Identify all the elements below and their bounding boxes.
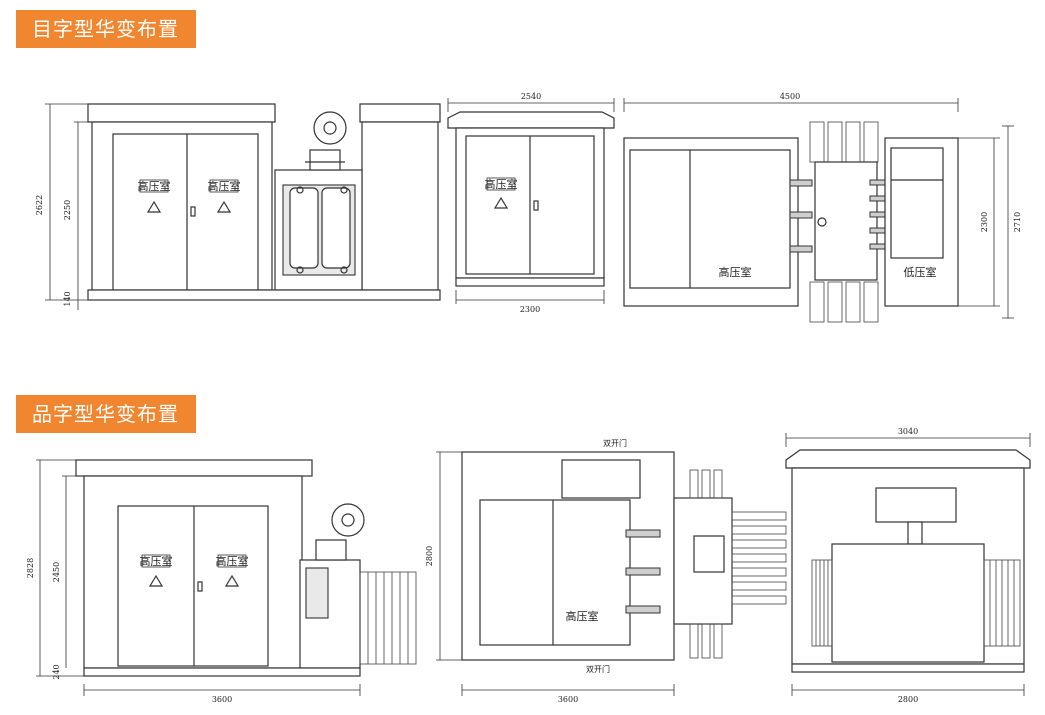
s1-front-view: 高压室 高压室 2622 2250 140: [35, 103, 441, 310]
s2-side-view: 3040 2800: [785, 427, 1031, 704]
s2-front-dim-base: 240: [52, 664, 61, 679]
s1-side-dim-bottom: 2300: [520, 305, 540, 314]
s1-front-dim-overall: 2622: [35, 195, 44, 215]
section-title-2: 品字型华变布置: [16, 395, 196, 433]
s2-plan-label-door-top: 双开门: [603, 438, 627, 448]
s2-front-label-1: 高压室: [140, 554, 173, 568]
s1-plan-label-hv: 高压室: [719, 265, 752, 279]
s2-front-dim-overall: 2828: [26, 558, 35, 578]
s1-plan-view: 4500 高压室 低压室 2300 27: [623, 92, 1022, 323]
s1-plan-dim-width: 4500: [780, 92, 800, 101]
s2-side-dim-top: 3040: [898, 427, 918, 436]
s1-side-dim-top: 2540: [521, 92, 541, 101]
s2-front-label-2: 高压室: [216, 554, 249, 568]
s1-side-view: 2540 高压室 2300: [447, 92, 615, 314]
section-title-1: 目字型华变布置: [16, 10, 196, 48]
s2-front-view: 高压室 高压室 2828 2450 240 3600: [26, 459, 417, 704]
s1-plan-dim-inner: 2300: [980, 212, 989, 232]
s2-plan-dim-depth: 2800: [425, 546, 434, 566]
s2-plan-label-door-bottom: 双开门: [586, 664, 610, 674]
s1-front-dim-body: 2250: [63, 200, 72, 220]
s2-plan-label-hv: 高压室: [566, 609, 599, 623]
s2-plan-dim-width: 3600: [558, 695, 578, 704]
s1-front-label-1: 高压室: [138, 179, 171, 193]
s2-front-dim-body: 2450: [52, 562, 61, 582]
s1-side-label: 高压室: [485, 177, 518, 191]
s1-front-dim-base: 140: [63, 291, 72, 306]
s2-side-dim-bottom: 2800: [898, 695, 918, 704]
s1-plan-label-lv: 低压室: [904, 265, 937, 279]
s2-front-dim-width: 3600: [212, 695, 232, 704]
s1-plan-dim-overall: 2710: [1013, 212, 1022, 232]
s2-plan-view: 双开门 高压室 双开门 2800 3600: [425, 438, 787, 704]
s1-front-label-2: 高压室: [208, 179, 241, 193]
